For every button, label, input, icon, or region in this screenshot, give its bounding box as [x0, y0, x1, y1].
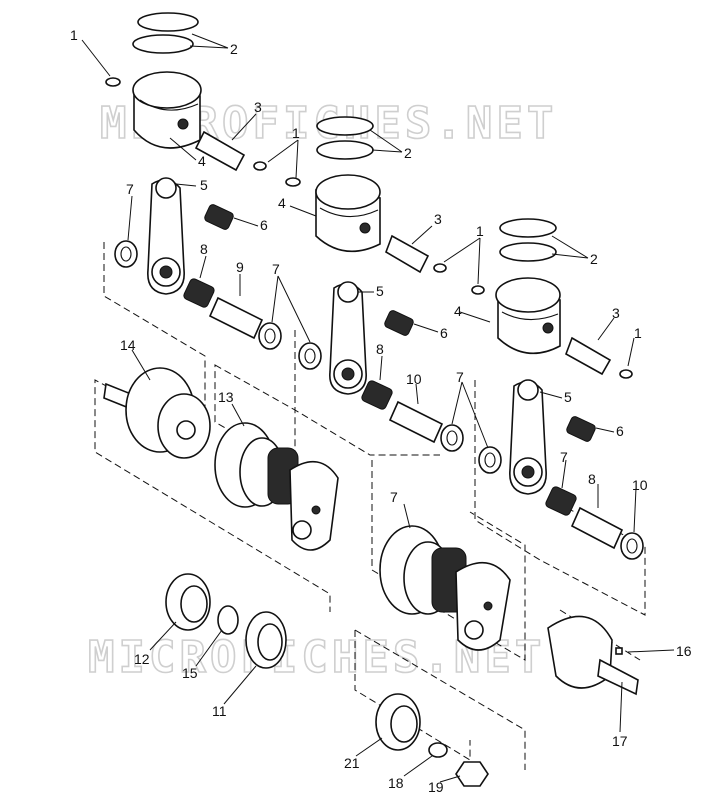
callout-8: 8	[200, 241, 208, 257]
callout-10: 10	[406, 371, 422, 387]
piston-set-2	[285, 116, 447, 274]
callout-7: 10	[632, 477, 648, 493]
callout-2: 2	[404, 145, 412, 161]
crankshaft-end-right	[547, 615, 639, 696]
callout-1: 1	[634, 325, 642, 341]
nut-icon	[455, 761, 489, 787]
connecting-rod-2	[329, 281, 367, 395]
callout-18: 21	[344, 755, 360, 771]
callout-1: 1	[292, 125, 300, 141]
callout-5: 5	[200, 177, 208, 193]
callout-19: 18	[388, 775, 404, 791]
callout-16: 15	[182, 665, 198, 681]
callout-6: 6	[260, 217, 268, 233]
callout-3: 3	[254, 99, 262, 115]
callout-3: 3	[612, 305, 620, 321]
callout-17: 11	[212, 703, 227, 719]
callout-7: 7	[456, 369, 464, 385]
callout-7: 7	[272, 261, 280, 277]
piston-set-3	[471, 218, 633, 379]
piston-pin	[194, 130, 246, 172]
callout-3: 3	[434, 211, 442, 227]
callout-8: 7	[560, 449, 568, 465]
callout-4: 4	[278, 195, 286, 211]
callout-12: 7	[390, 489, 398, 505]
leader-lines	[81, 33, 675, 783]
callout-10: 8	[588, 471, 596, 487]
crankshaft-center	[214, 422, 339, 551]
circlip	[105, 77, 121, 87]
callout-8: 8	[376, 341, 384, 357]
callout-4: 4	[198, 153, 206, 169]
callout-5: 5	[564, 389, 572, 405]
piston-set-1	[105, 12, 267, 172]
crankshaft-end-left	[103, 367, 211, 459]
callout-1: 1	[476, 223, 484, 239]
callout-13: 13	[218, 389, 234, 405]
callout-2: 2	[230, 41, 238, 57]
callout-6: 6	[616, 423, 624, 439]
callout-15: 12	[134, 651, 150, 667]
crank-pins	[208, 296, 624, 550]
thrust-washers	[114, 240, 644, 560]
crankshaft-flywheel-section	[379, 525, 511, 651]
callout-4: 4	[454, 303, 462, 319]
callout-2: 2	[590, 251, 598, 267]
callout-labels: 1 2 3 4 1 2 5 4 7 6 3 1 2 8 9 7 5 4 3 6 …	[70, 27, 692, 795]
piston-ring	[132, 34, 194, 54]
needle-bearings	[183, 204, 596, 516]
circlip	[253, 161, 267, 171]
connecting-rod-1	[147, 177, 185, 295]
callout-5: 5	[376, 283, 384, 299]
callout-1: 1	[70, 27, 78, 43]
callout-6: 6	[440, 325, 448, 341]
callout-21: 17	[612, 733, 628, 749]
callout-9: 9	[236, 259, 244, 275]
callout-11: 16	[676, 643, 692, 659]
main-bearings	[165, 573, 489, 787]
callout-20: 19	[428, 779, 444, 795]
piston-ring	[137, 12, 199, 32]
connecting-rod-3	[509, 379, 547, 495]
callout-7: 7	[126, 181, 134, 197]
callout-14: 14	[120, 337, 136, 353]
